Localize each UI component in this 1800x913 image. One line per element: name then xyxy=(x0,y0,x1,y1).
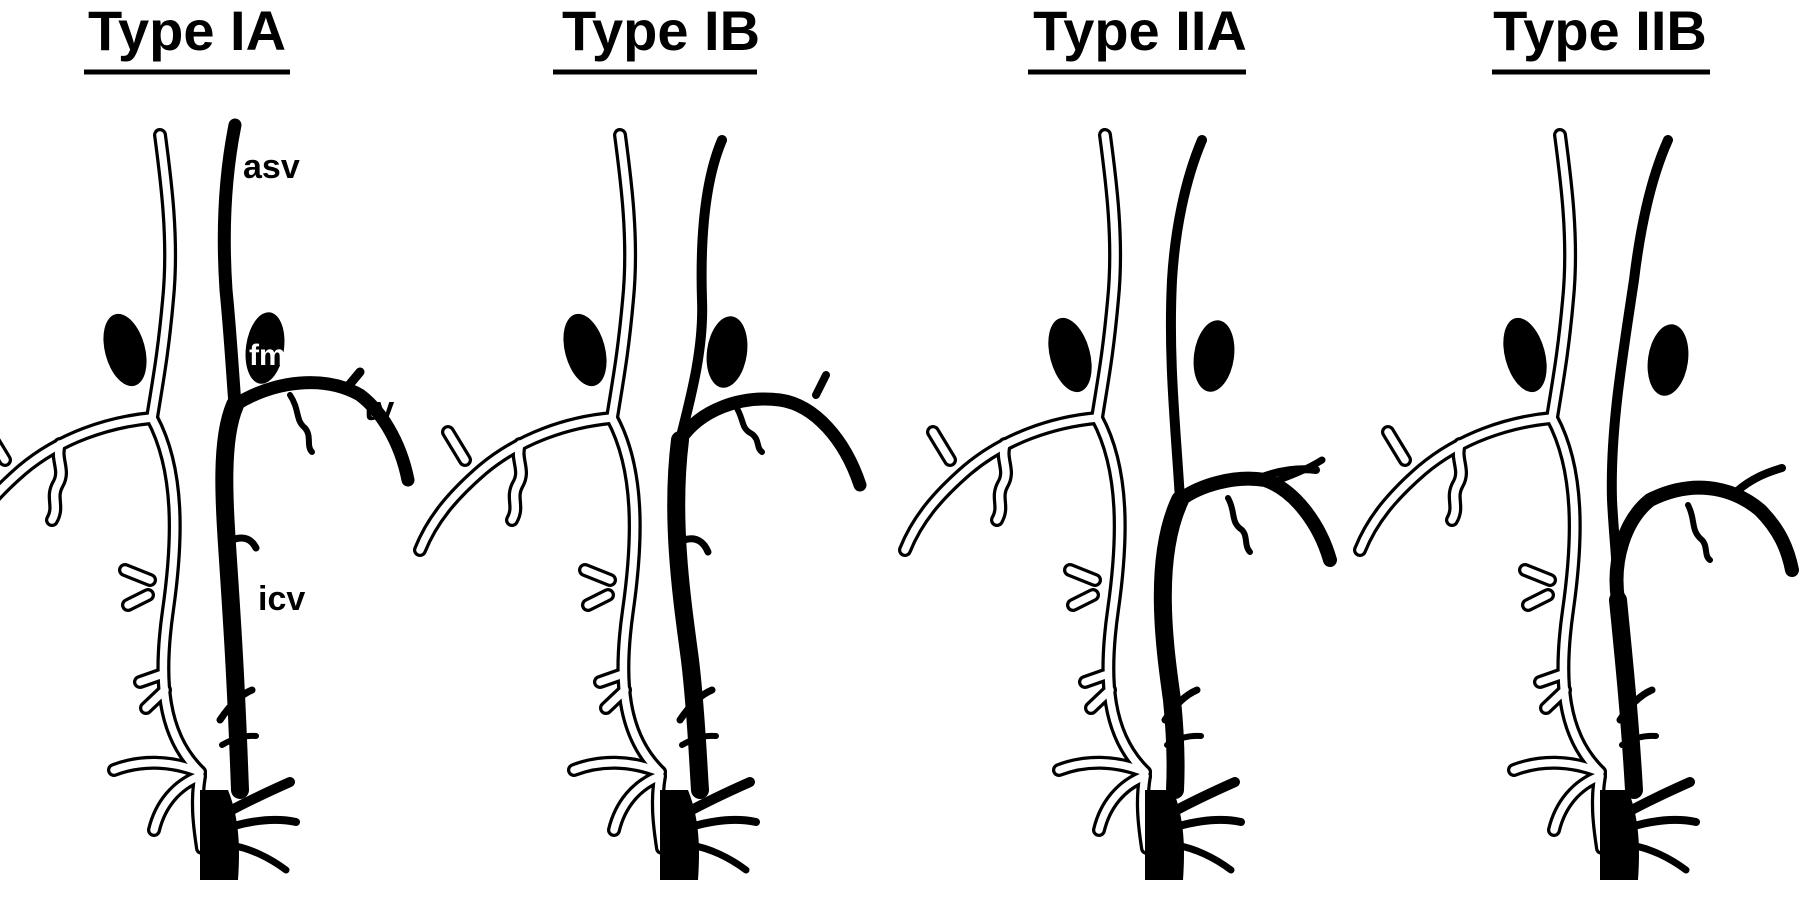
black-venous-system xyxy=(660,135,867,880)
label-fm: fm xyxy=(249,339,286,372)
left-foramen-oval xyxy=(103,313,147,387)
left-foramen-oval xyxy=(1503,317,1547,393)
panel-type-ib: Type IB xyxy=(420,0,867,880)
white-venous-system xyxy=(1360,135,1602,848)
panel-type-ia: Type IA asv fm tv icv xyxy=(0,0,415,880)
black-venous-system xyxy=(1600,135,1799,880)
white-venous-system xyxy=(905,135,1147,848)
foramen-of-monro xyxy=(245,312,285,384)
label-asv: asv xyxy=(243,148,300,186)
foramen-of-monro xyxy=(1193,320,1235,392)
panel-type-iia: Type IIA xyxy=(905,0,1337,880)
white-venous-system xyxy=(0,135,202,848)
panel-title: Type IB xyxy=(562,0,760,62)
panel-type-iib: Type IIB xyxy=(1360,0,1799,880)
left-foramen-oval xyxy=(563,313,607,387)
panel-title: Type IA xyxy=(88,0,286,62)
white-venous-system xyxy=(420,135,662,848)
panel-title: Type IIB xyxy=(1493,0,1707,62)
panel-title: Type IIA xyxy=(1033,0,1247,62)
foramen-of-monro xyxy=(706,316,748,388)
left-foramen-oval xyxy=(1048,317,1092,393)
label-tv: tv xyxy=(364,390,394,428)
label-icv: icv xyxy=(258,580,305,618)
foramen-of-monro xyxy=(1647,324,1689,396)
black-venous-system xyxy=(200,118,415,880)
black-venous-system xyxy=(1145,135,1337,880)
